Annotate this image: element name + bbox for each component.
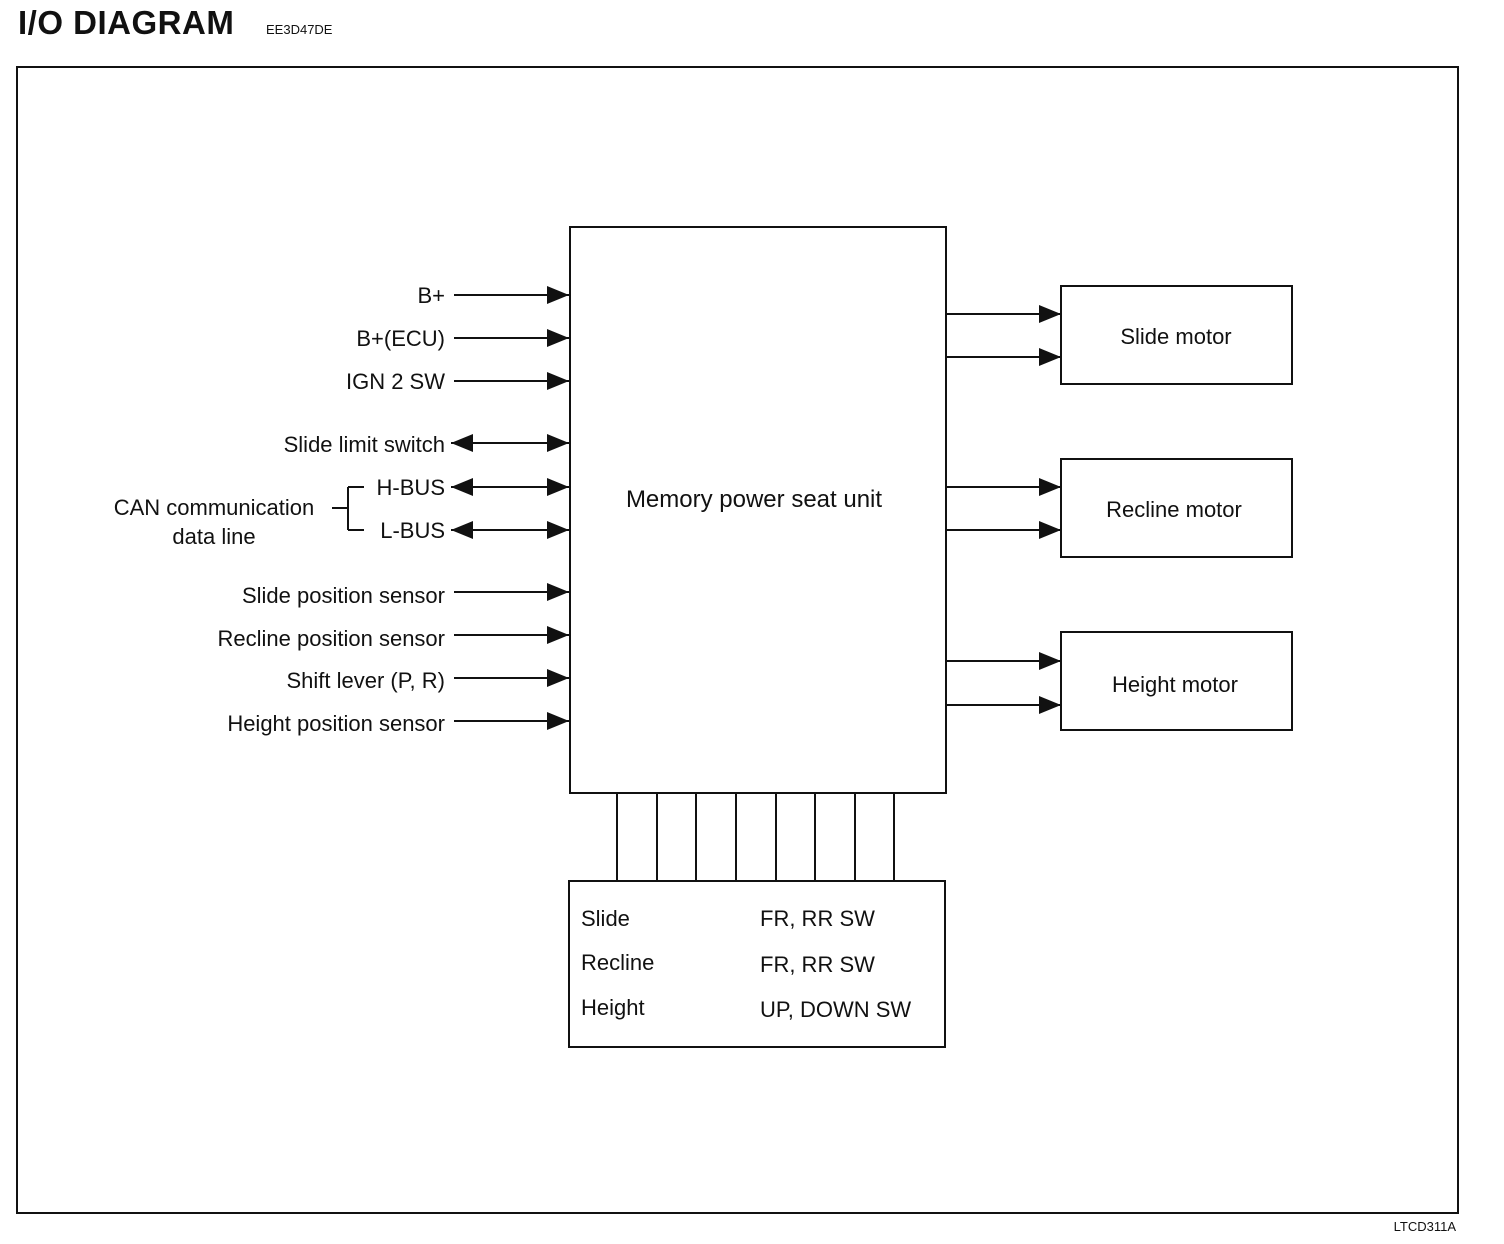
recline-motor-box: [1060, 458, 1293, 558]
input-label-b-plus-ecu: B+(ECU): [356, 326, 445, 351]
figure-code: LTCD311A: [1393, 1219, 1456, 1234]
switch-row-recline-name: Recline: [581, 950, 654, 975]
slide-motor-box: [1060, 285, 1293, 385]
input-label-h-bus: H-BUS: [377, 475, 445, 500]
switch-row-recline-value: FR, RR SW: [760, 952, 875, 977]
switch-row-slide-name: Slide: [581, 906, 630, 931]
input-label-slide-pos: Slide position sensor: [242, 583, 445, 608]
switch-connection-lines: [616, 793, 895, 881]
input-arrows: [451, 286, 569, 730]
input-label-slide-limit: Slide limit switch: [284, 432, 445, 457]
page-title: I/O DIAGRAM: [18, 4, 235, 41]
can-label-line1: CAN communication: [114, 495, 315, 520]
switch-row-slide-value: FR, RR SW: [760, 906, 875, 931]
input-label-l-bus: L-BUS: [380, 518, 445, 543]
can-bracket: [332, 486, 364, 531]
input-label-shift-lever: Shift lever (P, R): [286, 668, 445, 693]
input-label-recline-pos: Recline position sensor: [218, 626, 445, 651]
height-motor-box: [1060, 631, 1293, 731]
switch-row-height-name: Height: [581, 995, 645, 1020]
input-label-ign2-sw: IGN 2 SW: [346, 369, 445, 394]
input-label-b-plus: B+: [417, 283, 445, 308]
switch-row-height-value: UP, DOWN SW: [760, 997, 911, 1022]
height-motor-label: Height motor: [1112, 672, 1238, 697]
can-label-line2: data line: [172, 524, 255, 549]
switch-box: [568, 880, 946, 1048]
memory-seat-unit-box: [569, 226, 947, 794]
output-arrows: [947, 305, 1061, 714]
recline-motor-label: Recline motor: [1106, 497, 1242, 522]
slide-motor-label: Slide motor: [1120, 324, 1231, 349]
memory-seat-unit-label: Memory power seat unit: [626, 486, 882, 513]
input-label-height-pos: Height position sensor: [227, 711, 445, 736]
diagram-frame: [16, 66, 1459, 1214]
section-code: EE3D47DE: [266, 22, 333, 37]
